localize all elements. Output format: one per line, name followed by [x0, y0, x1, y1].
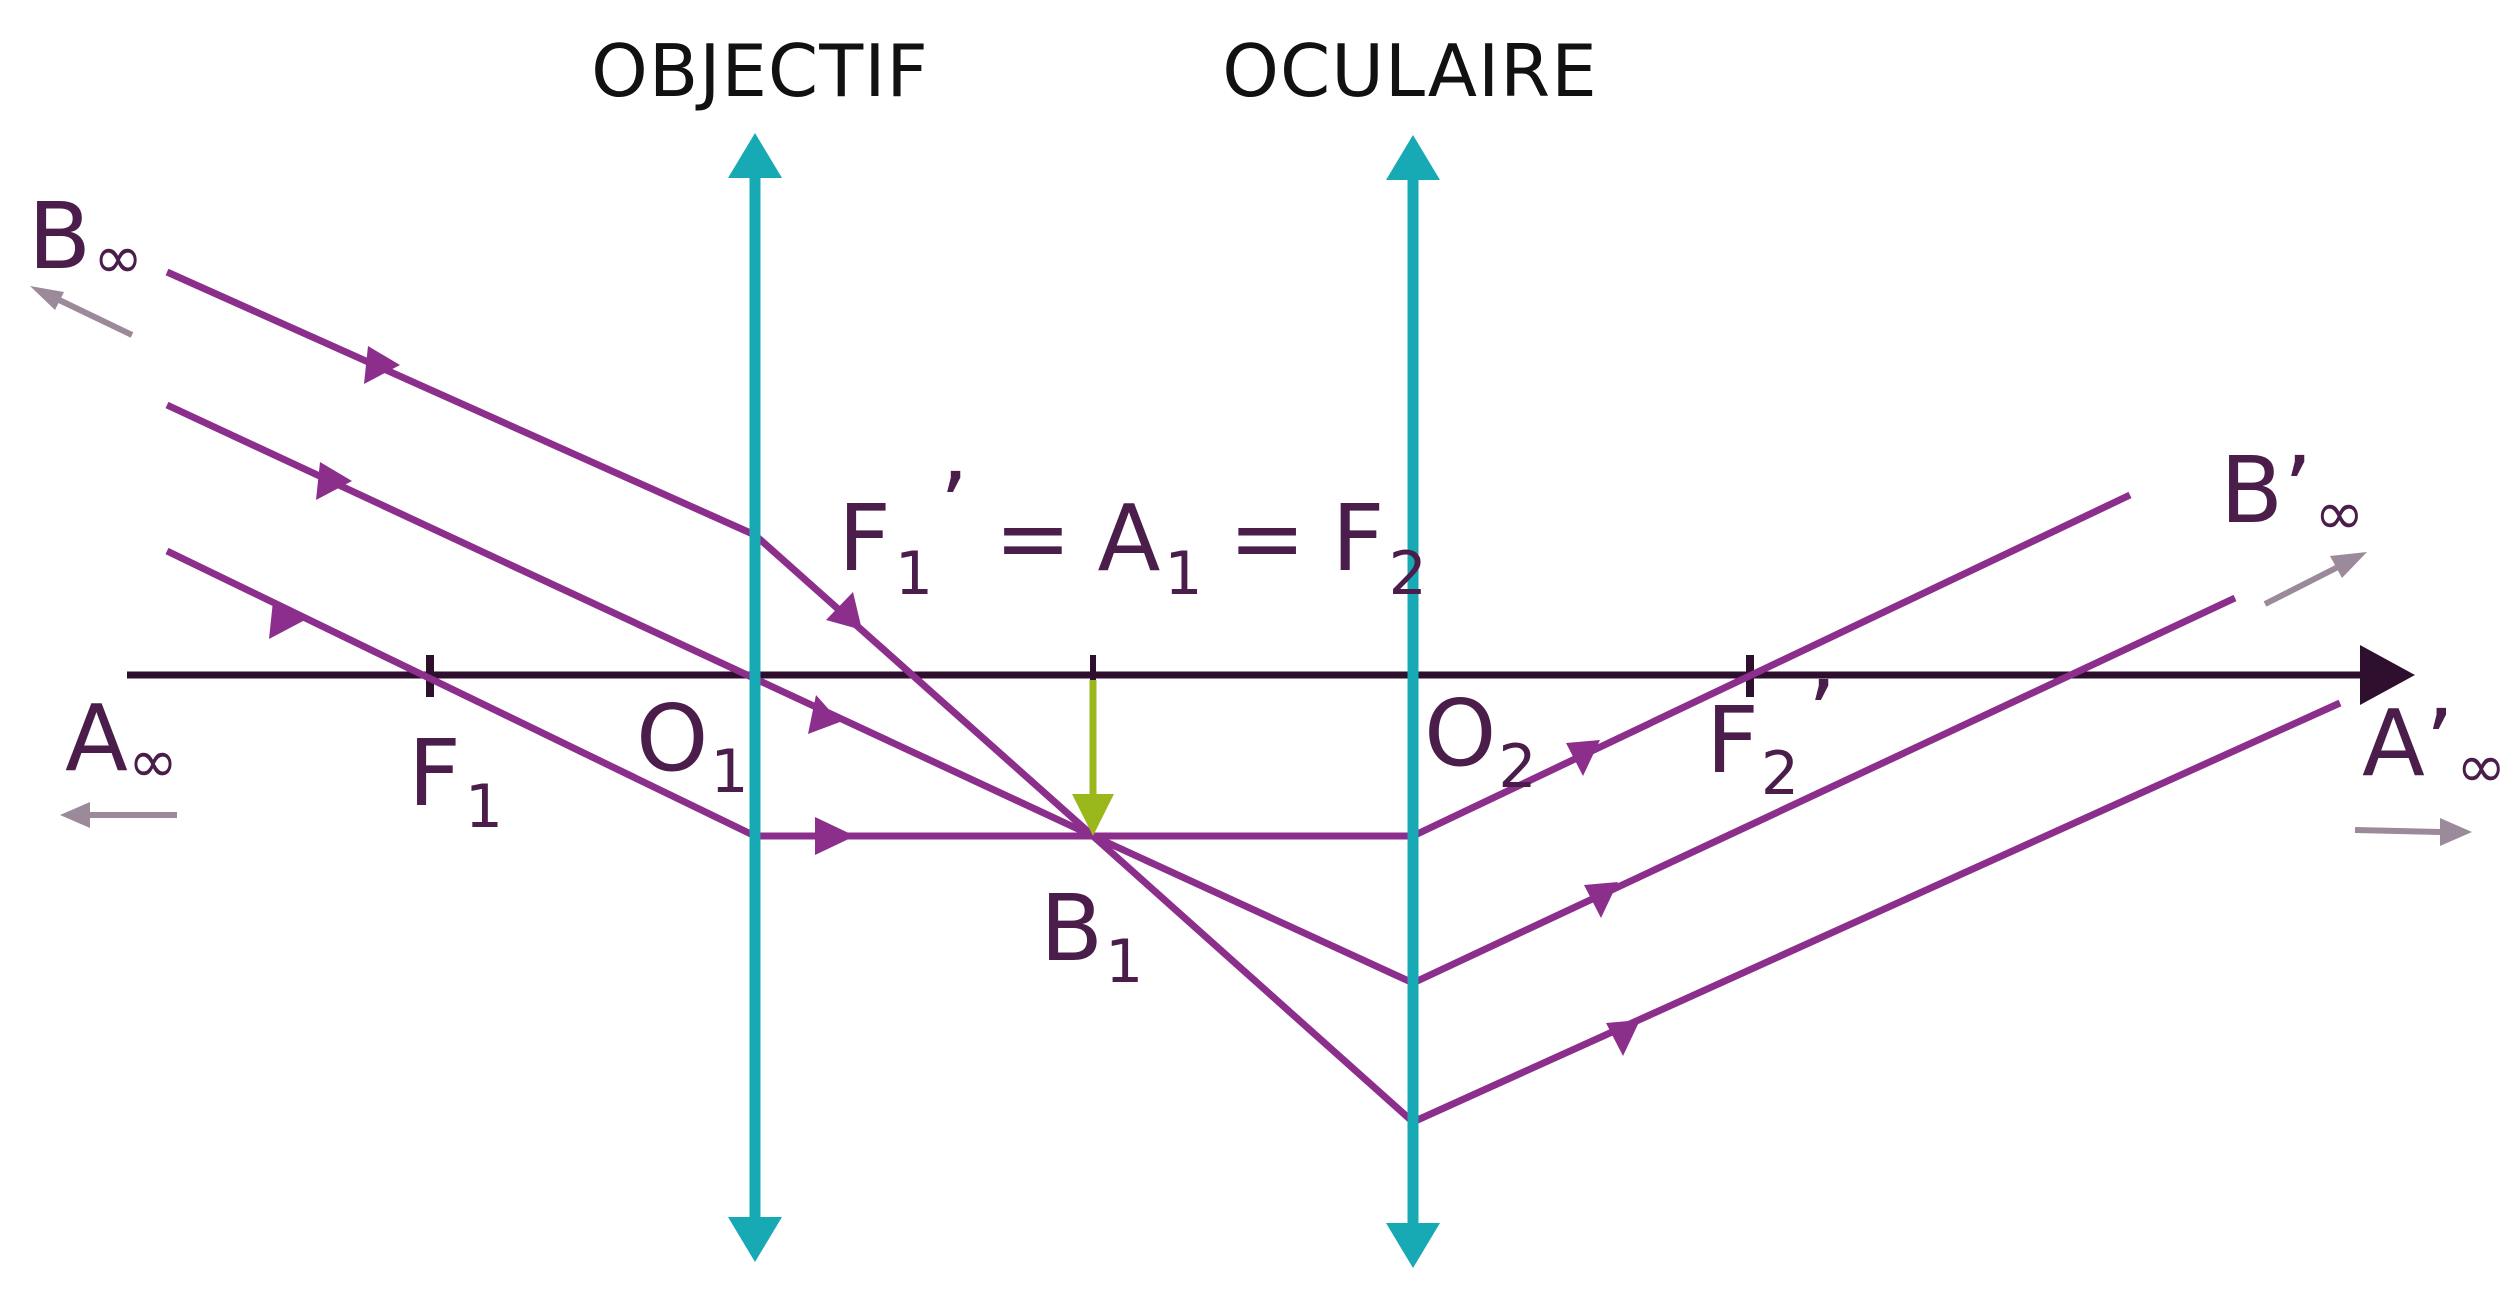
a-inf-label: A∞: [65, 685, 178, 797]
a-prime-inf-direction-arrow: [2354, 818, 2472, 846]
ray-arrowhead: [269, 601, 305, 639]
ray-arrowhead: [1606, 1020, 1640, 1056]
ray-arrowhead: [1566, 740, 1600, 776]
b-prime-inf-label: B’∞: [2220, 437, 2364, 549]
intermediate-image-arrow: [1072, 680, 1114, 836]
ray-arrowhead: [826, 592, 862, 630]
b1-label: B1: [1040, 875, 1143, 997]
focal-point-equation: F1’=A1=F2: [838, 453, 1427, 609]
ray-middle: [165, 401, 2237, 987]
b-inf-direction-arrow: [30, 286, 134, 338]
objective-lens-top-arrow: [728, 133, 782, 178]
objective-lens: [728, 133, 782, 1262]
objective-label: OBJECTIF: [591, 29, 929, 113]
f2-prime-label: F2’: [1706, 661, 1836, 809]
o1-label: O1: [636, 685, 749, 807]
o2-label: O2: [1424, 680, 1537, 802]
eyepiece-lens-bottom-arrow: [1386, 1223, 1440, 1268]
infinity-direction-arrows: [30, 286, 2472, 846]
ray-arrowhead: [316, 462, 352, 500]
optical-axis-arrowhead: [2360, 645, 2415, 705]
f1-label: F1: [408, 720, 503, 842]
light-rays: [165, 268, 2342, 1126]
ray-direction-arrows: [269, 346, 1640, 1056]
ray-arrowhead: [815, 817, 855, 855]
b-prime-inf-direction-arrow: [2263, 552, 2367, 607]
a-prime-inf-label: A’∞: [2362, 690, 2501, 802]
a-inf-direction-arrow: [60, 802, 177, 828]
eyepiece-lens-top-arrow: [1386, 135, 1440, 180]
eyepiece-lens: [1386, 135, 1440, 1268]
intermediate-image-arrowhead: [1072, 794, 1114, 836]
ray-arrowhead: [1584, 882, 1618, 918]
eyepiece-label: OCULAIRE: [1222, 29, 1597, 113]
ray-arrowhead: [364, 346, 400, 384]
objective-lens-bottom-arrow: [728, 1217, 782, 1262]
ray-top: [165, 268, 2342, 1126]
b-inf-label: B∞: [28, 183, 143, 293]
ray-arrowhead: [808, 695, 840, 734]
optical-axis: [127, 645, 2415, 705]
